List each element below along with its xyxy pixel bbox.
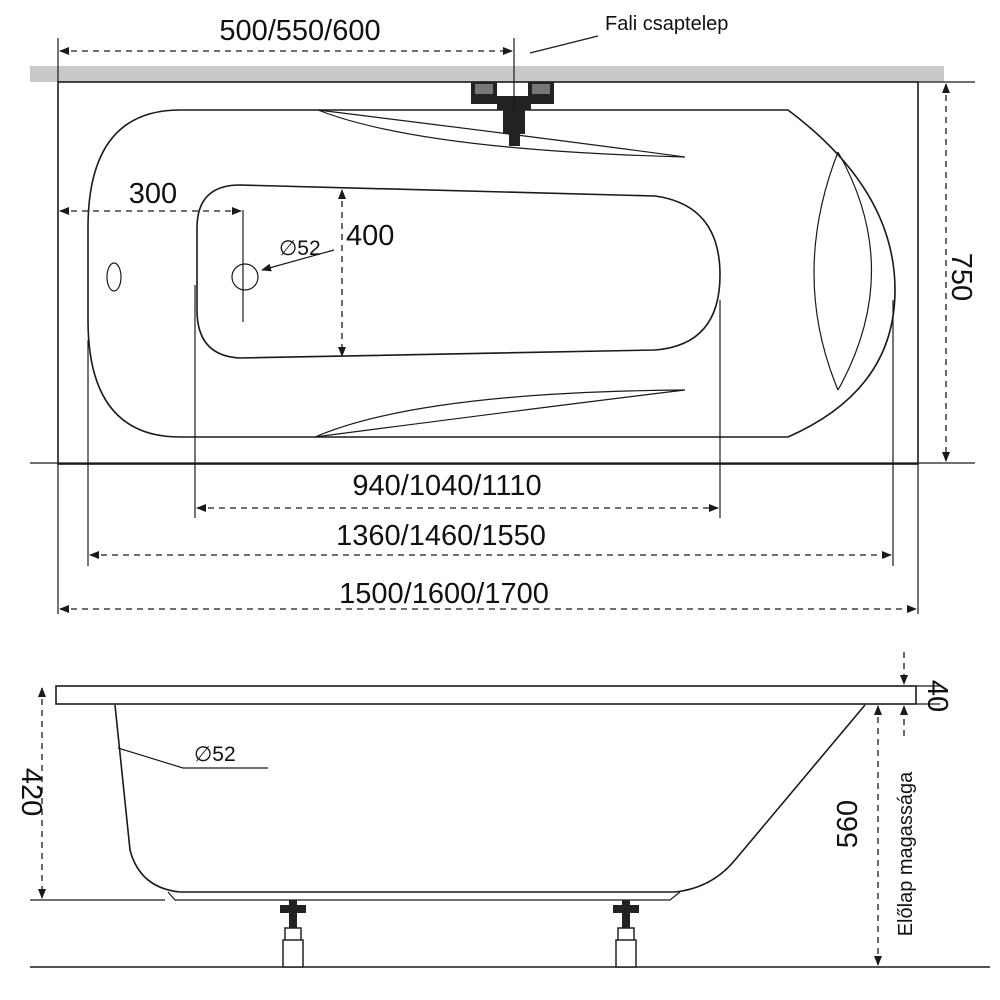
armrest-bottom	[314, 389, 686, 438]
wall-faucet-icon	[471, 82, 554, 146]
side-tub-body	[114, 704, 866, 893]
drain-hole	[231, 263, 259, 291]
tub-outer-outline	[57, 81, 919, 465]
dim-faucet-offset: 500/550/600	[219, 15, 380, 47]
headrest-curve-outer	[837, 151, 872, 391]
dim-total-length: 1500/1600/1700	[339, 578, 549, 610]
dim-drain-diameter: ∅52	[279, 237, 321, 260]
basin-outline	[87, 109, 896, 438]
dim-outer-height: 750	[945, 253, 977, 301]
left-foot-icon	[280, 900, 306, 968]
wall-strip	[30, 66, 944, 82]
faucet-label-leader	[529, 35, 599, 54]
dim-tub-depth: 420	[15, 768, 47, 816]
drain-diameter-leader	[261, 249, 335, 272]
top-view: Fali csaptelep 500/550/600 300 ∅52 400 7…	[30, 13, 977, 614]
dim-inner-length: 940/1040/1110	[352, 470, 541, 502]
side-view: ∅52 420 40 560 Előlap magassága	[15, 652, 990, 968]
dim-rim-thickness: 40	[921, 680, 953, 712]
side-rim	[55, 685, 917, 705]
headrest-curve	[813, 151, 839, 391]
basin-floor-outline	[196, 184, 721, 359]
armrest-top	[317, 109, 686, 158]
overflow-leader	[117, 747, 268, 769]
overflow-hole	[106, 262, 122, 292]
dim-basin-length: 1360/1460/1550	[336, 520, 546, 552]
dim-overflow-diameter: ∅52	[194, 743, 236, 766]
side-tub-base	[167, 891, 681, 901]
dim-panel-height: 560	[832, 800, 864, 848]
dim-drain-offset: 300	[129, 178, 177, 210]
dim-inner-width: 400	[346, 220, 394, 252]
right-foot-icon	[613, 900, 639, 968]
faucet-label: Fali csaptelep	[605, 13, 728, 35]
panel-height-label: Előlap magassága	[895, 771, 917, 936]
